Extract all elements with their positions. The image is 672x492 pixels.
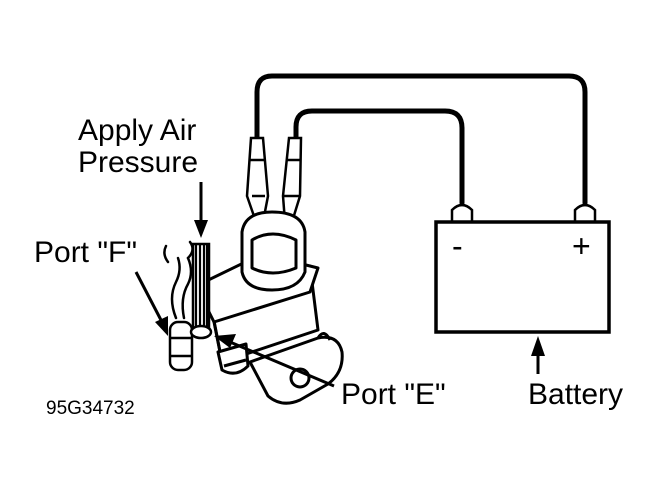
arrow-port-e — [214, 334, 335, 388]
arrow-apply-air — [194, 182, 208, 238]
wire-negative — [293, 108, 465, 206]
figure-code: 95G34732 — [46, 398, 135, 419]
wire-positive — [254, 73, 588, 206]
air-vent-lines — [163, 240, 194, 320]
battery-terminal-positive — [573, 203, 597, 224]
battery-terminal-negative — [450, 203, 474, 224]
arrow-port-f — [134, 271, 168, 336]
port-f-label: Port "F" — [34, 236, 137, 269]
test-lead-positive — [245, 136, 270, 224]
test-lead-negative — [281, 136, 303, 224]
apply-air-label-line1: Apply Air — [78, 114, 196, 147]
port-e-label: Port "E" — [341, 378, 446, 411]
battery-body — [434, 220, 611, 334]
battery-negative-sign: - — [452, 228, 463, 264]
port-f-fitting — [168, 320, 194, 372]
solenoid-valve — [194, 210, 344, 405]
battery-label: Battery — [528, 378, 623, 411]
port-e-hose — [189, 242, 213, 340]
apply-air-label-line2: Pressure — [78, 146, 198, 179]
arrow-battery — [531, 336, 545, 374]
battery-positive-sign: + — [572, 228, 591, 264]
